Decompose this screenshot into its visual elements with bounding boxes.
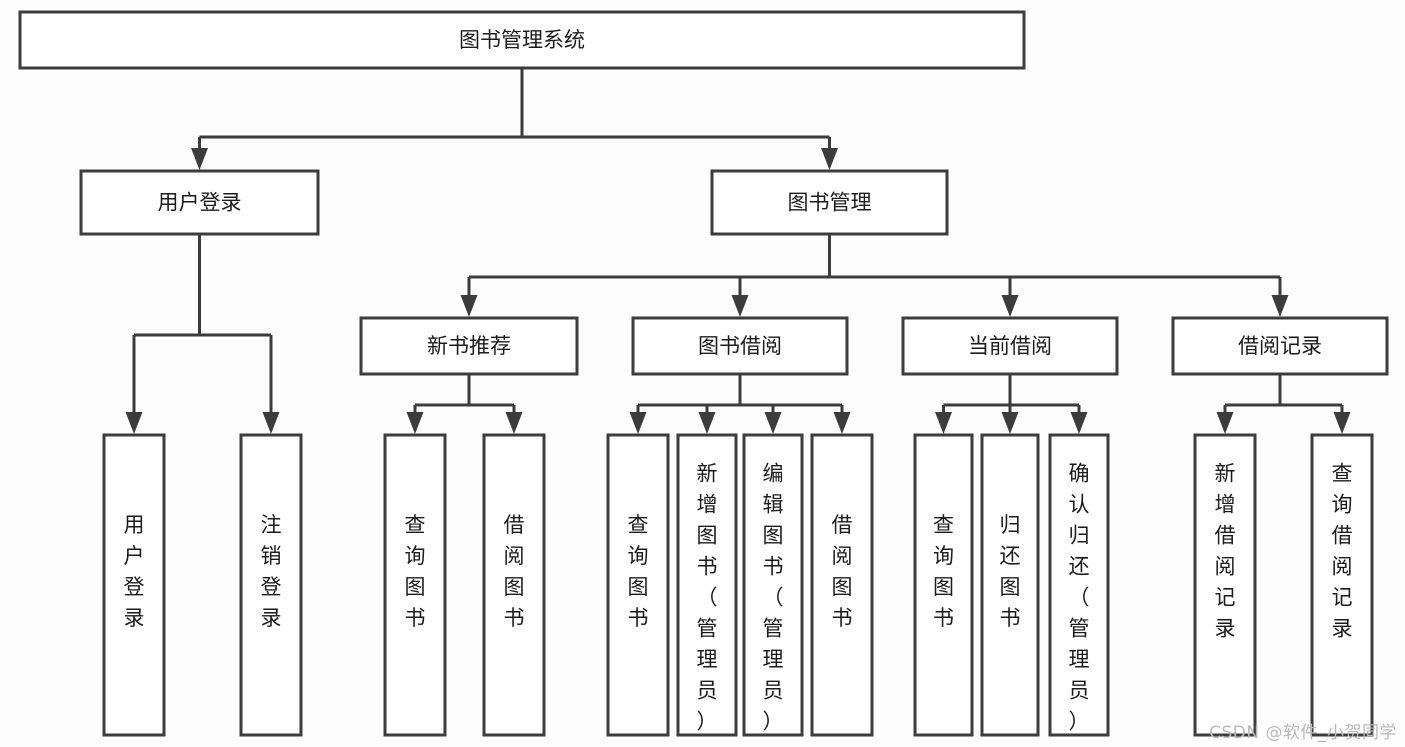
node-box[interactable] bbox=[239, 433, 303, 737]
connector-group-book-manage bbox=[460, 234, 1289, 317]
connector-group-current-borrow bbox=[935, 374, 1088, 434]
arrow-head-icon bbox=[262, 412, 280, 434]
node-label: 图书借阅 bbox=[698, 334, 782, 358]
arrow-head-icon bbox=[1333, 412, 1351, 434]
node-label: 借阅图书 bbox=[832, 513, 853, 630]
node-box[interactable] bbox=[606, 433, 670, 737]
node-label: 借阅图书 bbox=[504, 513, 525, 630]
node-leaf-user-login[interactable]: 用户登录 bbox=[102, 433, 166, 737]
arrow-head-icon bbox=[731, 295, 749, 317]
node-label: 图书管理系统 bbox=[459, 28, 585, 52]
node-label: 图书管理 bbox=[788, 191, 872, 215]
node-new-book-rec[interactable]: 新书推荐 bbox=[359, 316, 579, 376]
node-leaf-add-record[interactable]: 新增借阅记录 bbox=[1193, 433, 1257, 737]
node-label: 查询图书 bbox=[933, 513, 954, 630]
node-leaf-query-record[interactable]: 查询借阅记录 bbox=[1310, 433, 1374, 737]
node-leaf-query-book-2[interactable]: 查询图书 bbox=[606, 433, 670, 737]
connector-group-new-book-rec bbox=[406, 374, 523, 434]
node-leaf-borrow-book-1[interactable]: 借阅图书 bbox=[482, 433, 546, 737]
node-borrow-record[interactable]: 借阅记录 bbox=[1171, 316, 1389, 376]
node-box[interactable] bbox=[631, 316, 849, 376]
node-label: 编辑图书（管理员） bbox=[763, 461, 784, 733]
node-box[interactable] bbox=[1193, 433, 1257, 737]
node-box[interactable] bbox=[1171, 316, 1389, 376]
node-book-manage[interactable]: 图书管理 bbox=[710, 169, 949, 236]
arrow-head-icon bbox=[125, 412, 143, 434]
arrow-head-icon bbox=[505, 412, 523, 434]
arrow-head-icon bbox=[764, 412, 782, 434]
arrow-head-icon bbox=[935, 412, 952, 434]
node-box[interactable] bbox=[359, 316, 579, 376]
node-box[interactable] bbox=[676, 433, 738, 737]
node-label: 新增借阅记录 bbox=[1215, 461, 1236, 640]
node-root[interactable]: 图书管理系统 bbox=[18, 10, 1026, 70]
node-label: 借阅记录 bbox=[1238, 334, 1322, 358]
node-leaf-borrow-book-2[interactable]: 借阅图书 bbox=[810, 433, 874, 737]
node-box[interactable] bbox=[810, 433, 874, 737]
node-label: 查询图书 bbox=[405, 513, 426, 630]
node-label: 用户登录 bbox=[124, 513, 145, 630]
node-box[interactable] bbox=[901, 316, 1119, 376]
node-label: 归还图书 bbox=[1000, 513, 1021, 630]
node-leaf-logout[interactable]: 注销登录 bbox=[239, 433, 303, 737]
node-label: 查询图书 bbox=[628, 513, 649, 630]
arrow-head-icon bbox=[1271, 295, 1289, 317]
node-leaf-return-book[interactable]: 归还图书 bbox=[980, 433, 1040, 737]
node-box[interactable] bbox=[1048, 433, 1110, 737]
node-box[interactable] bbox=[980, 433, 1040, 737]
arrow-head-icon bbox=[460, 295, 478, 317]
connector-group-book-borrow bbox=[629, 374, 851, 434]
connector-group-user-login bbox=[125, 234, 280, 434]
node-box[interactable] bbox=[913, 433, 974, 737]
node-label: 注销登录 bbox=[261, 513, 282, 630]
connector-group-root bbox=[191, 68, 838, 170]
node-user-login[interactable]: 用户登录 bbox=[79, 169, 320, 236]
node-label: 确认归还（管理员） bbox=[1069, 461, 1090, 733]
node-book-borrow[interactable]: 图书借阅 bbox=[631, 316, 849, 376]
node-box[interactable] bbox=[383, 433, 447, 737]
node-leaf-confirm-return[interactable]: 确认归还（管理员） bbox=[1048, 433, 1110, 737]
node-label: 新增图书（管理员） bbox=[697, 461, 718, 733]
node-box[interactable] bbox=[79, 169, 320, 236]
arrow-head-icon bbox=[406, 412, 424, 434]
arrow-head-icon bbox=[821, 148, 838, 170]
csdn-watermark: CSDN @软件_小贺同学 bbox=[1209, 723, 1397, 743]
arrow-head-icon bbox=[1001, 412, 1019, 434]
node-box[interactable] bbox=[482, 433, 546, 737]
node-box[interactable] bbox=[102, 433, 166, 737]
arrow-head-icon bbox=[698, 412, 716, 434]
arrow-head-icon bbox=[1070, 412, 1088, 434]
node-label: 用户登录 bbox=[158, 191, 242, 215]
arrow-head-icon bbox=[1001, 295, 1019, 317]
node-box[interactable] bbox=[710, 169, 949, 236]
node-label: 查询借阅记录 bbox=[1332, 461, 1353, 640]
node-label: 当前借阅 bbox=[968, 334, 1052, 358]
arrow-head-icon bbox=[833, 412, 851, 434]
node-label: 新书推荐 bbox=[427, 334, 511, 358]
node-box[interactable] bbox=[18, 10, 1026, 70]
node-leaf-add-book[interactable]: 新增图书（管理员） bbox=[676, 433, 738, 737]
arrow-head-icon bbox=[1216, 412, 1234, 434]
node-box[interactable] bbox=[742, 433, 804, 737]
arrow-head-icon bbox=[191, 148, 208, 170]
connector-group-borrow-record bbox=[1216, 374, 1351, 434]
node-leaf-query-book-1[interactable]: 查询图书 bbox=[383, 433, 447, 737]
node-leaf-edit-book[interactable]: 编辑图书（管理员） bbox=[742, 433, 804, 737]
node-leaf-query-book-3[interactable]: 查询图书 bbox=[913, 433, 974, 737]
arrow-head-icon bbox=[629, 412, 647, 434]
node-box[interactable] bbox=[1310, 433, 1374, 737]
node-current-borrow[interactable]: 当前借阅 bbox=[901, 316, 1119, 376]
